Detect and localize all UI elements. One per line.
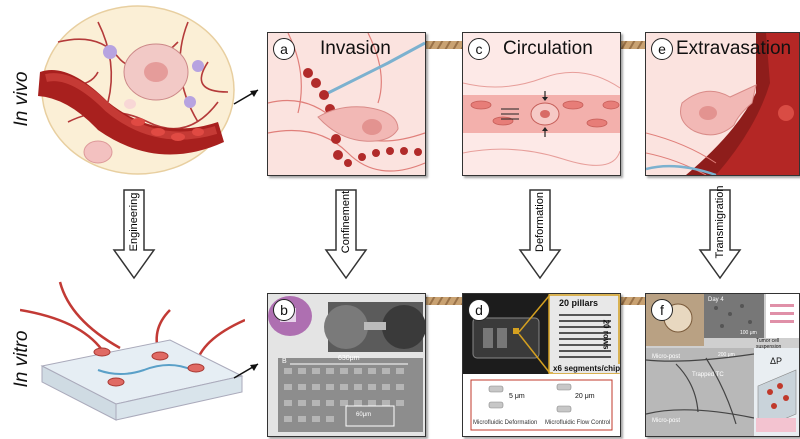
panel-f-micropost-bottom: Micro-post xyxy=(652,418,681,424)
panel-f-dp-label: ΔP xyxy=(770,356,783,366)
circulation-illustration xyxy=(463,33,620,175)
arrow-label-deformation: Deformation xyxy=(534,192,546,252)
panel-letter-f: f xyxy=(651,299,673,321)
invasion-illustration xyxy=(268,33,425,175)
arrow-to-panel-b xyxy=(233,363,259,379)
panel-title-invasion: Invasion xyxy=(320,38,391,59)
panel-title-extravasation: Extravasation xyxy=(676,38,792,59)
engineering-arrow xyxy=(112,189,156,280)
panel-transmigration-chip: f Day 4 100 μm Tumor cell suspension ΔP … xyxy=(645,293,800,437)
panel-d-mode-deformation: Microfluidic Deformation xyxy=(473,420,538,426)
panel-d-gap-5um: 5 μm xyxy=(509,393,525,400)
panel-b-scale-label: 630μm xyxy=(338,355,360,362)
deformation-arrow xyxy=(518,189,562,280)
microfluidic-chip-illustration xyxy=(20,281,245,421)
panel-f-day-label: Day 4 xyxy=(708,297,724,303)
panel-circulation: c Circulation xyxy=(462,32,621,176)
arrow-label-transmigration: Transmigration xyxy=(714,185,726,259)
panel-b-inset-label: 60μm xyxy=(356,412,372,418)
row-label-in-vivo: In vivo xyxy=(11,71,32,127)
panel-letter-d: d xyxy=(468,299,490,321)
panel-letter-e: e xyxy=(651,38,673,60)
panel-extravasation: e Extravasation xyxy=(645,32,800,176)
confinement-arrow xyxy=(324,189,368,280)
panel-f-tumor-label: Tumor cell suspension xyxy=(756,338,782,350)
panel-f-micrograph xyxy=(646,294,799,436)
arrow-to-invasion xyxy=(233,89,259,105)
panel-letter-c: c xyxy=(468,38,490,60)
arrow-label-engineering: Engineering xyxy=(128,192,140,252)
panel-d-segments-label: x6 segments/chip xyxy=(553,364,621,373)
panel-letter-a: a xyxy=(273,38,295,60)
panel-b-micrograph xyxy=(268,294,425,436)
panel-confinement-chip: b B 630μm 60μm xyxy=(267,293,426,437)
panel-deformation-chip: d 20 pillars 20 rows x6 segments/chip 5 … xyxy=(462,293,621,437)
panel-d-rows-label: 20 rows xyxy=(601,319,611,350)
panel-title-circulation: Circulation xyxy=(503,38,593,59)
panel-d-gap-20um: 20 μm xyxy=(575,393,595,400)
extravasation-illustration xyxy=(646,33,799,175)
transmigration-arrow xyxy=(698,189,742,280)
panel-f-trapped-label: Trapped TC xyxy=(692,372,724,378)
tumor-microenvironment-illustration xyxy=(38,5,235,175)
panel-d-pillars-label: 20 pillars xyxy=(559,298,599,308)
panel-letter-b: b xyxy=(273,299,295,321)
panel-d-device-photo xyxy=(463,294,620,431)
panel-f-scale2-label: 200 μm xyxy=(718,352,735,358)
panel-b-corner-label: B xyxy=(282,358,287,365)
arrow-label-confinement: Confinement xyxy=(340,190,352,254)
panel-invasion: a Invasion xyxy=(267,32,426,176)
panel-d-mode-flow-control: Microfluidic Flow Control xyxy=(545,420,611,426)
panel-f-scale-label: 100 μm xyxy=(740,330,757,336)
panel-f-micropost-top: Micro-post xyxy=(652,354,681,360)
